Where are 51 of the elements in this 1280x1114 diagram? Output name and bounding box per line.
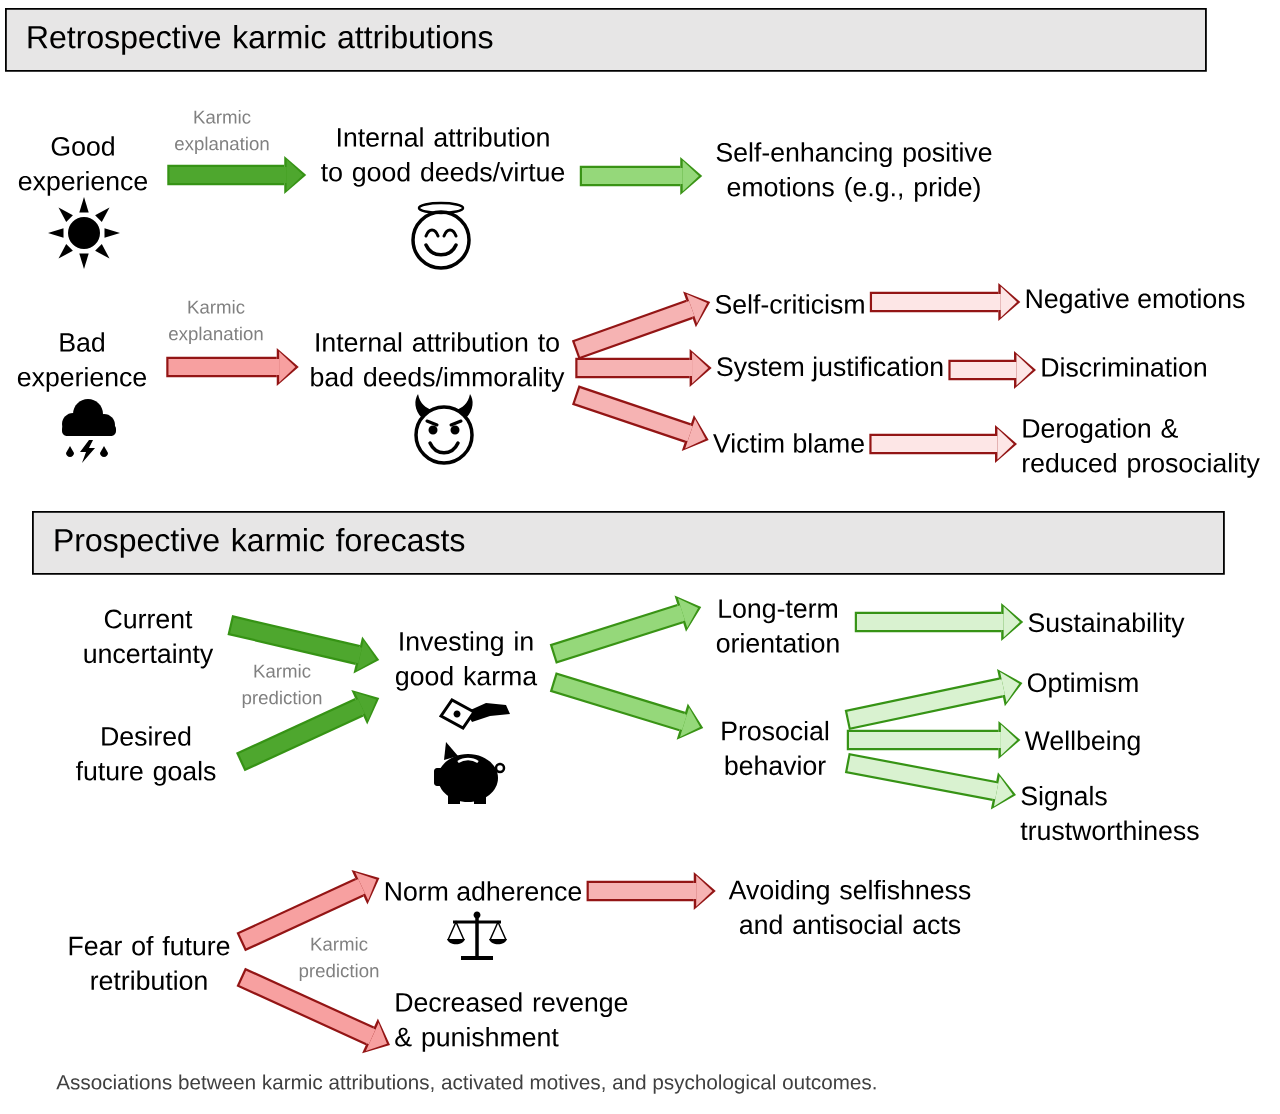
block-arrow (572, 385, 709, 451)
block-arrow (948, 351, 1036, 389)
node-text: Wellbeing (1024, 730, 1140, 756)
node-text: Decreased revenge & punishment (395, 992, 628, 1052)
block-arrow (236, 689, 380, 772)
node-text: Current uncertainty (84, 609, 214, 669)
block-arrow (844, 753, 1016, 810)
annotation-label: Karmic prediction (299, 937, 379, 982)
block-arrow (869, 283, 1021, 321)
block-arrow (227, 615, 380, 674)
node-text: Internal attribution to good deeds/virtue (321, 127, 565, 187)
block-arrow (236, 967, 390, 1054)
node-text: Derogation & reduced prosociality (1023, 418, 1260, 478)
section-header: Retrospective karmic attributions (5, 8, 1207, 72)
node-text: Optimism (1027, 672, 1138, 698)
block-arrow (844, 668, 1023, 730)
node-text: Investing in good karma (396, 631, 538, 691)
edge-label: Karmic explanation (169, 299, 263, 345)
block-arrow (166, 348, 299, 386)
block-arrow (167, 156, 307, 194)
node-text: Internal attribution to bad deeds/immorality (311, 332, 565, 392)
node-text: Desired future goals (75, 726, 216, 786)
block-arrow (579, 157, 703, 195)
block-arrow (575, 349, 712, 387)
node-text: Signals trustworthiness (1020, 785, 1199, 841)
node-text: Fear of future retribution (69, 935, 230, 991)
node-text: Sustainability (1028, 612, 1185, 638)
node-text: Avoiding selfishness and antisocial acts (728, 879, 971, 935)
edge-label: Karmic explanation (175, 109, 269, 155)
block-arrow (236, 870, 380, 952)
block-arrow (854, 603, 1024, 641)
node-text: Negative emotions (1026, 288, 1245, 314)
node-text: Prosocial behavior (722, 720, 829, 776)
caption: Associations between karmic attributions, activated motives, and psychological outcomes. (56, 1074, 876, 1094)
node-text: Discrimination (1042, 357, 1206, 377)
block-arrow (846, 721, 1021, 759)
node-text: Long-term orientation (716, 599, 839, 653)
block-arrow (869, 425, 1017, 463)
node-text: Self-criticism (715, 294, 864, 314)
node-text: Bad experience (17, 332, 146, 392)
block-arrow (549, 672, 704, 740)
section-header: Prospective karmic forecasts (32, 511, 1225, 575)
block-arrow (571, 291, 711, 360)
annotation-label: Karmic prediction (242, 663, 322, 709)
node-text: Self-enhancing positive emotions (e.g., pride) (716, 142, 992, 202)
block-arrow (586, 872, 716, 910)
node-text: Good experience (18, 136, 147, 196)
node-text: Victim blame (713, 433, 864, 453)
node-text: Norm adherence (385, 881, 582, 901)
block-arrow (549, 595, 702, 664)
node-text: System justification (717, 356, 943, 382)
